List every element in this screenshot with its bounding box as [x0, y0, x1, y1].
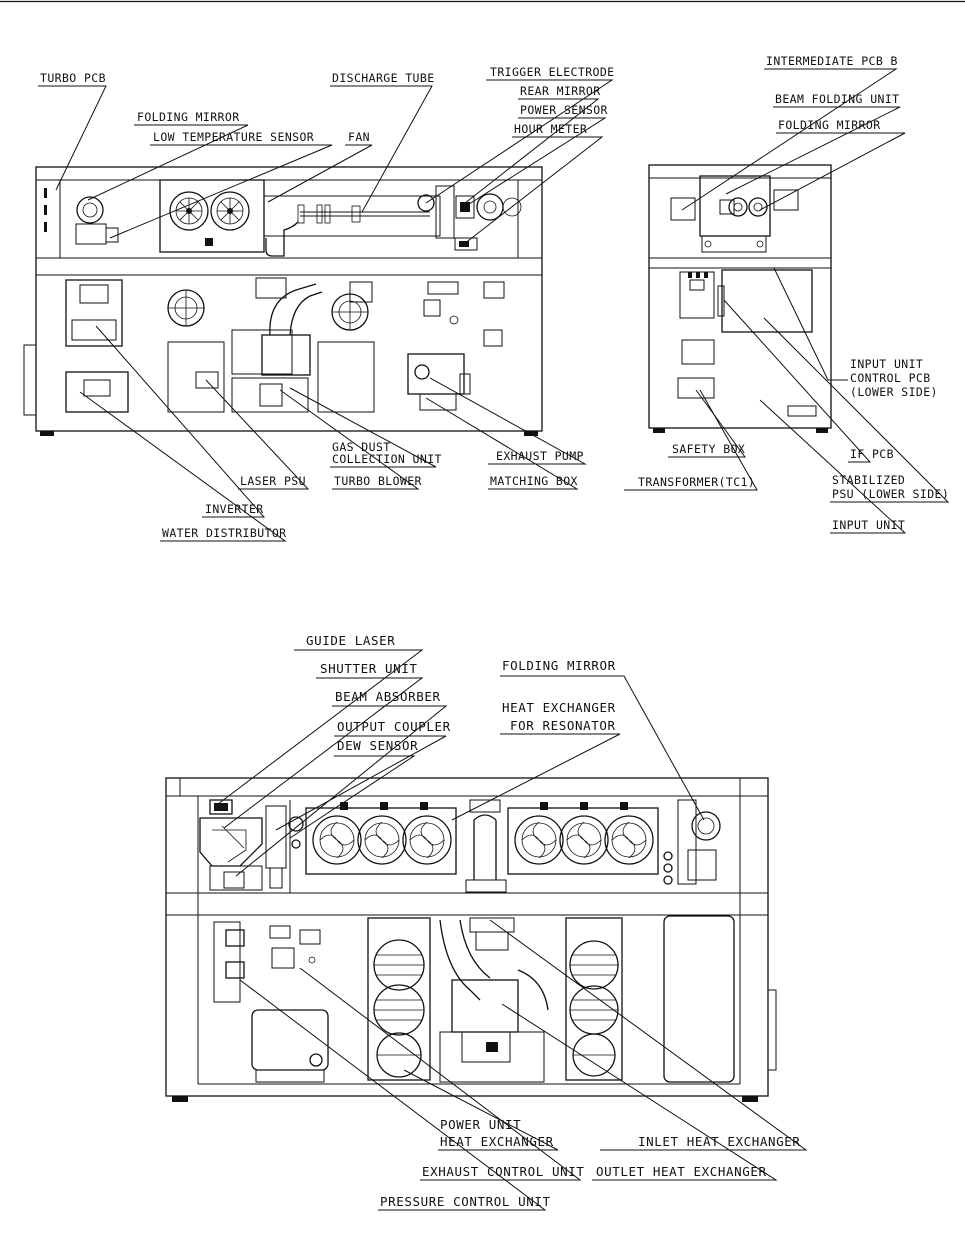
- tr-label-psu-lower-side: PSU (LOWER SIDE): [832, 487, 949, 501]
- tl-label-trigger-electrode: TRIGGER ELECTRODE: [490, 65, 615, 79]
- b-label-for-resonator: FOR RESONATOR: [510, 718, 616, 733]
- tl-label-discharge-tube: DISCHARGE TUBE: [332, 71, 435, 85]
- tl-matching-box: [419, 393, 457, 411]
- b-dew-sensor: [288, 816, 304, 832]
- tr-input-unit-control-pcb: [721, 269, 813, 333]
- tr-leaders: [624, 68, 950, 534]
- b-cabinet-frame: [165, 777, 769, 1097]
- tr-stabilized-psu: [787, 405, 817, 417]
- b-labels: GUIDE LASER SHUTTER UNIT BEAM ABSORBER O…: [306, 633, 801, 1209]
- tr-labels: INTERMEDIATE PCB B BEAM FOLDING UNIT FOL…: [638, 54, 949, 532]
- tl-discharge-tube: [263, 195, 441, 237]
- b-label-power-unit-hx: HEAT EXCHANGER: [440, 1134, 554, 1149]
- tr-label-safety-box: SAFETY BOX: [672, 442, 745, 456]
- tr-label-input-unit: INPUT UNIT: [832, 518, 905, 532]
- b-label-heat-exchanger: HEAT EXCHANGER: [502, 700, 616, 715]
- b-pressure-control-unit: [251, 1009, 329, 1071]
- b-label-pressure-control-unit: PRESSURE CONTROL UNIT: [380, 1194, 551, 1209]
- tl-fan-1: [169, 191, 209, 231]
- tl-label-water-distributor: WATER DISTRIBUTOR: [162, 526, 287, 540]
- tl-laser-psu: [167, 341, 225, 413]
- b-inlet-heat-exchanger: [565, 917, 623, 1081]
- tr-transformer: [677, 377, 715, 399]
- tr-label-lower-side: (LOWER SIDE): [850, 385, 938, 399]
- tl-label-fan: FAN: [348, 130, 370, 144]
- tr-label-input-unit-1: INPUT UNIT: [850, 357, 923, 371]
- b-label-power-unit: POWER UNIT: [440, 1117, 521, 1132]
- tr-cabinet-frame: [648, 164, 832, 429]
- b-output-coupler: [265, 805, 287, 869]
- tl-cabinet-frame: [35, 166, 543, 432]
- b-power-unit-heat-exchanger: [367, 917, 431, 1081]
- b-right-unit-box: [663, 915, 735, 1083]
- tr-label-folding-mirror: FOLDING MIRROR: [778, 118, 881, 132]
- b-label-outlet-heat-exchanger: OUTLET HEAT EXCHANGER: [596, 1164, 767, 1179]
- b-label-guide-laser: GUIDE LASER: [306, 633, 395, 648]
- tl-label-rear-mirror: REAR MIRROR: [520, 84, 601, 98]
- b-label-inlet-heat-exchanger: INLET HEAT EXCHANGER: [638, 1134, 801, 1149]
- tr-label-control-pcb: CONTROL PCB: [850, 371, 931, 385]
- tr-label-transformer: TRANSFORMER(TC1): [638, 475, 755, 489]
- tl-label-inverter: INVERTER: [205, 502, 264, 516]
- b-leaders: [217, 649, 808, 1211]
- tl-label-matching-box: MATCHING BOX: [490, 474, 578, 488]
- tl-inverter: [65, 279, 123, 347]
- tr-intermediate-pcb-b: [670, 197, 696, 221]
- tr-beam-folding-unit: [699, 175, 771, 237]
- b-label-exhaust-control-unit: EXHAUST CONTROL UNIT: [422, 1164, 585, 1179]
- tr-label-beam-folding-unit: BEAM FOLDING UNIT: [775, 92, 900, 106]
- tl-exhaust-pump: [407, 353, 465, 395]
- tl-label-turbo-blower: TURBO BLOWER: [334, 474, 422, 488]
- b-beam-absorber: [209, 865, 263, 891]
- tr-if-pcb: [681, 339, 715, 365]
- b-shutter-unit: [199, 817, 263, 867]
- top-right-view: [648, 164, 832, 433]
- tl-label-hour-meter: HOUR METER: [514, 122, 587, 136]
- tl-water-distributor: [65, 371, 129, 413]
- tl-label-laser-psu: LASER PSU: [240, 474, 306, 488]
- b-label-shutter-unit: SHUTTER UNIT: [320, 661, 418, 676]
- tl-label-turbo-pcb: TURBO PCB: [40, 71, 106, 85]
- b-label-beam-absorber: BEAM ABSORBER: [335, 689, 441, 704]
- b-exhaust-control-unit: [271, 947, 295, 969]
- b-folding-mirror: [691, 811, 721, 841]
- tl-label-low-temperature-sensor: LOW TEMPERATURE SENSOR: [153, 130, 314, 144]
- tl-label-collection-unit: COLLECTION UNIT: [332, 452, 442, 466]
- top-left-view: [23, 166, 543, 436]
- tl-label-folding-mirror: FOLDING MIRROR: [137, 110, 240, 124]
- tl-turbo-blower: [261, 334, 311, 376]
- tl-fan-2: [210, 191, 250, 231]
- b-label-output-coupler: OUTPUT COUPLER: [337, 719, 451, 734]
- b-guide-laser: [209, 799, 233, 815]
- b-turbo-blower: [451, 979, 519, 1033]
- tl-gas-dust-collection-unit: [259, 383, 283, 407]
- tl-label-exhaust-pump: EXHAUST PUMP: [496, 449, 584, 463]
- tr-label-if-pcb: IF PCB: [850, 447, 894, 461]
- tl-label-gas-dust: GAS DUST: [332, 440, 391, 454]
- b-label-dew-sensor: DEW SENSOR: [337, 738, 418, 753]
- tl-label-power-sensor: POWER SENSOR: [520, 103, 608, 117]
- bottom-view: [165, 777, 777, 1102]
- tl-leaders: [38, 79, 614, 542]
- tl-folding-mirror: [76, 196, 104, 224]
- tr-label-stabilized: STABILIZED: [832, 473, 905, 487]
- tr-label-intermediate-pcb-b: INTERMEDIATE PCB B: [766, 54, 898, 68]
- tl-rear-mirror: [476, 193, 504, 221]
- b-label-folding-mirror: FOLDING MIRROR: [502, 658, 616, 673]
- tr-safety-box-breaker: [679, 271, 715, 319]
- tl-labels: TURBO PCB FOLDING MIRROR LOW TEMPERATURE…: [40, 65, 615, 540]
